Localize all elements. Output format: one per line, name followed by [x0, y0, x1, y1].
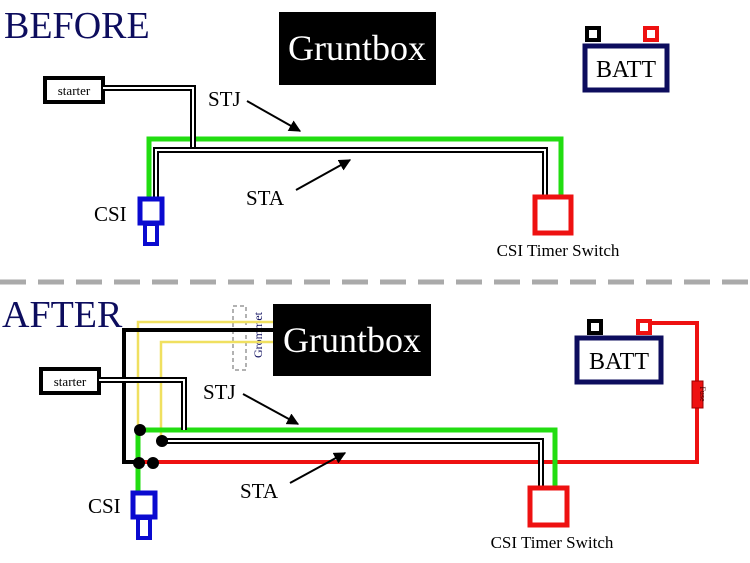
after-starter-box — [39, 367, 101, 395]
before-sta-label: STA — [246, 186, 285, 210]
fuse — [691, 380, 704, 409]
after-gruntbox-label: Gruntbox — [283, 320, 421, 360]
after-yellow-wire-1 — [136, 320, 273, 430]
before-battery-body — [582, 43, 670, 93]
before-sta-arrow — [295, 159, 352, 191]
after-sta-label: STA — [240, 479, 279, 503]
junction-dot-4 — [147, 457, 159, 469]
before-stj-arrow — [246, 100, 302, 132]
before-battery: BATT — [582, 26, 670, 93]
after-section: AFTER Gruntbox Grommet BATT Fuse starter — [2, 294, 707, 552]
after-csi-connector — [130, 490, 158, 540]
grommet — [232, 305, 247, 371]
before-csi-label: CSI — [94, 202, 127, 226]
after-timer-switch — [527, 485, 570, 528]
after-battery-negative-terminal — [587, 319, 603, 335]
before-gruntbox-label: Gruntbox — [288, 28, 426, 68]
after-csi-label: CSI — [88, 494, 121, 518]
after-heading: AFTER — [2, 294, 123, 336]
after-battery: BATT — [574, 319, 664, 385]
before-starter-wire — [103, 85, 196, 150]
fuse-label: Fuse — [698, 386, 707, 402]
before-heading: BEFORE — [4, 5, 150, 47]
before-starter-label: starter — [58, 83, 91, 98]
before-csi-connector — [137, 196, 165, 246]
before-section: BEFORE Gruntbox BATT starter — [4, 5, 670, 260]
after-battery-label: BATT — [589, 349, 649, 375]
before-timer-switch — [532, 194, 574, 236]
before-stj-label: STJ — [208, 87, 241, 111]
after-timer-switch-label: CSI Timer Switch — [491, 533, 614, 552]
after-stj-wire — [138, 427, 558, 487]
after-battery-positive-terminal — [636, 319, 652, 335]
after-stj-label: STJ — [203, 380, 236, 404]
junction-dot-2 — [156, 435, 168, 447]
before-starter-box — [43, 76, 105, 104]
before-sta-wire — [153, 147, 548, 198]
before-timer-switch-label: CSI Timer Switch — [497, 241, 620, 260]
before-battery-negative-terminal — [585, 26, 601, 42]
junction-dot-1 — [134, 424, 146, 436]
after-yellow-wire-2 — [159, 340, 273, 441]
after-starter-label: starter — [54, 374, 87, 389]
after-sta-wire — [161, 438, 544, 487]
after-sta-arrow — [289, 452, 347, 484]
before-gruntbox — [279, 12, 436, 85]
grommet-label: Grommet — [251, 311, 265, 358]
before-battery-label: BATT — [596, 57, 656, 83]
before-battery-positive-terminal — [643, 26, 659, 42]
junction-dot-3 — [133, 457, 145, 469]
after-gruntbox — [273, 304, 431, 376]
before-stj-wire — [146, 136, 564, 198]
after-battery-body — [574, 335, 664, 385]
after-stj-arrow — [242, 393, 300, 425]
after-starter-wire — [99, 377, 187, 430]
